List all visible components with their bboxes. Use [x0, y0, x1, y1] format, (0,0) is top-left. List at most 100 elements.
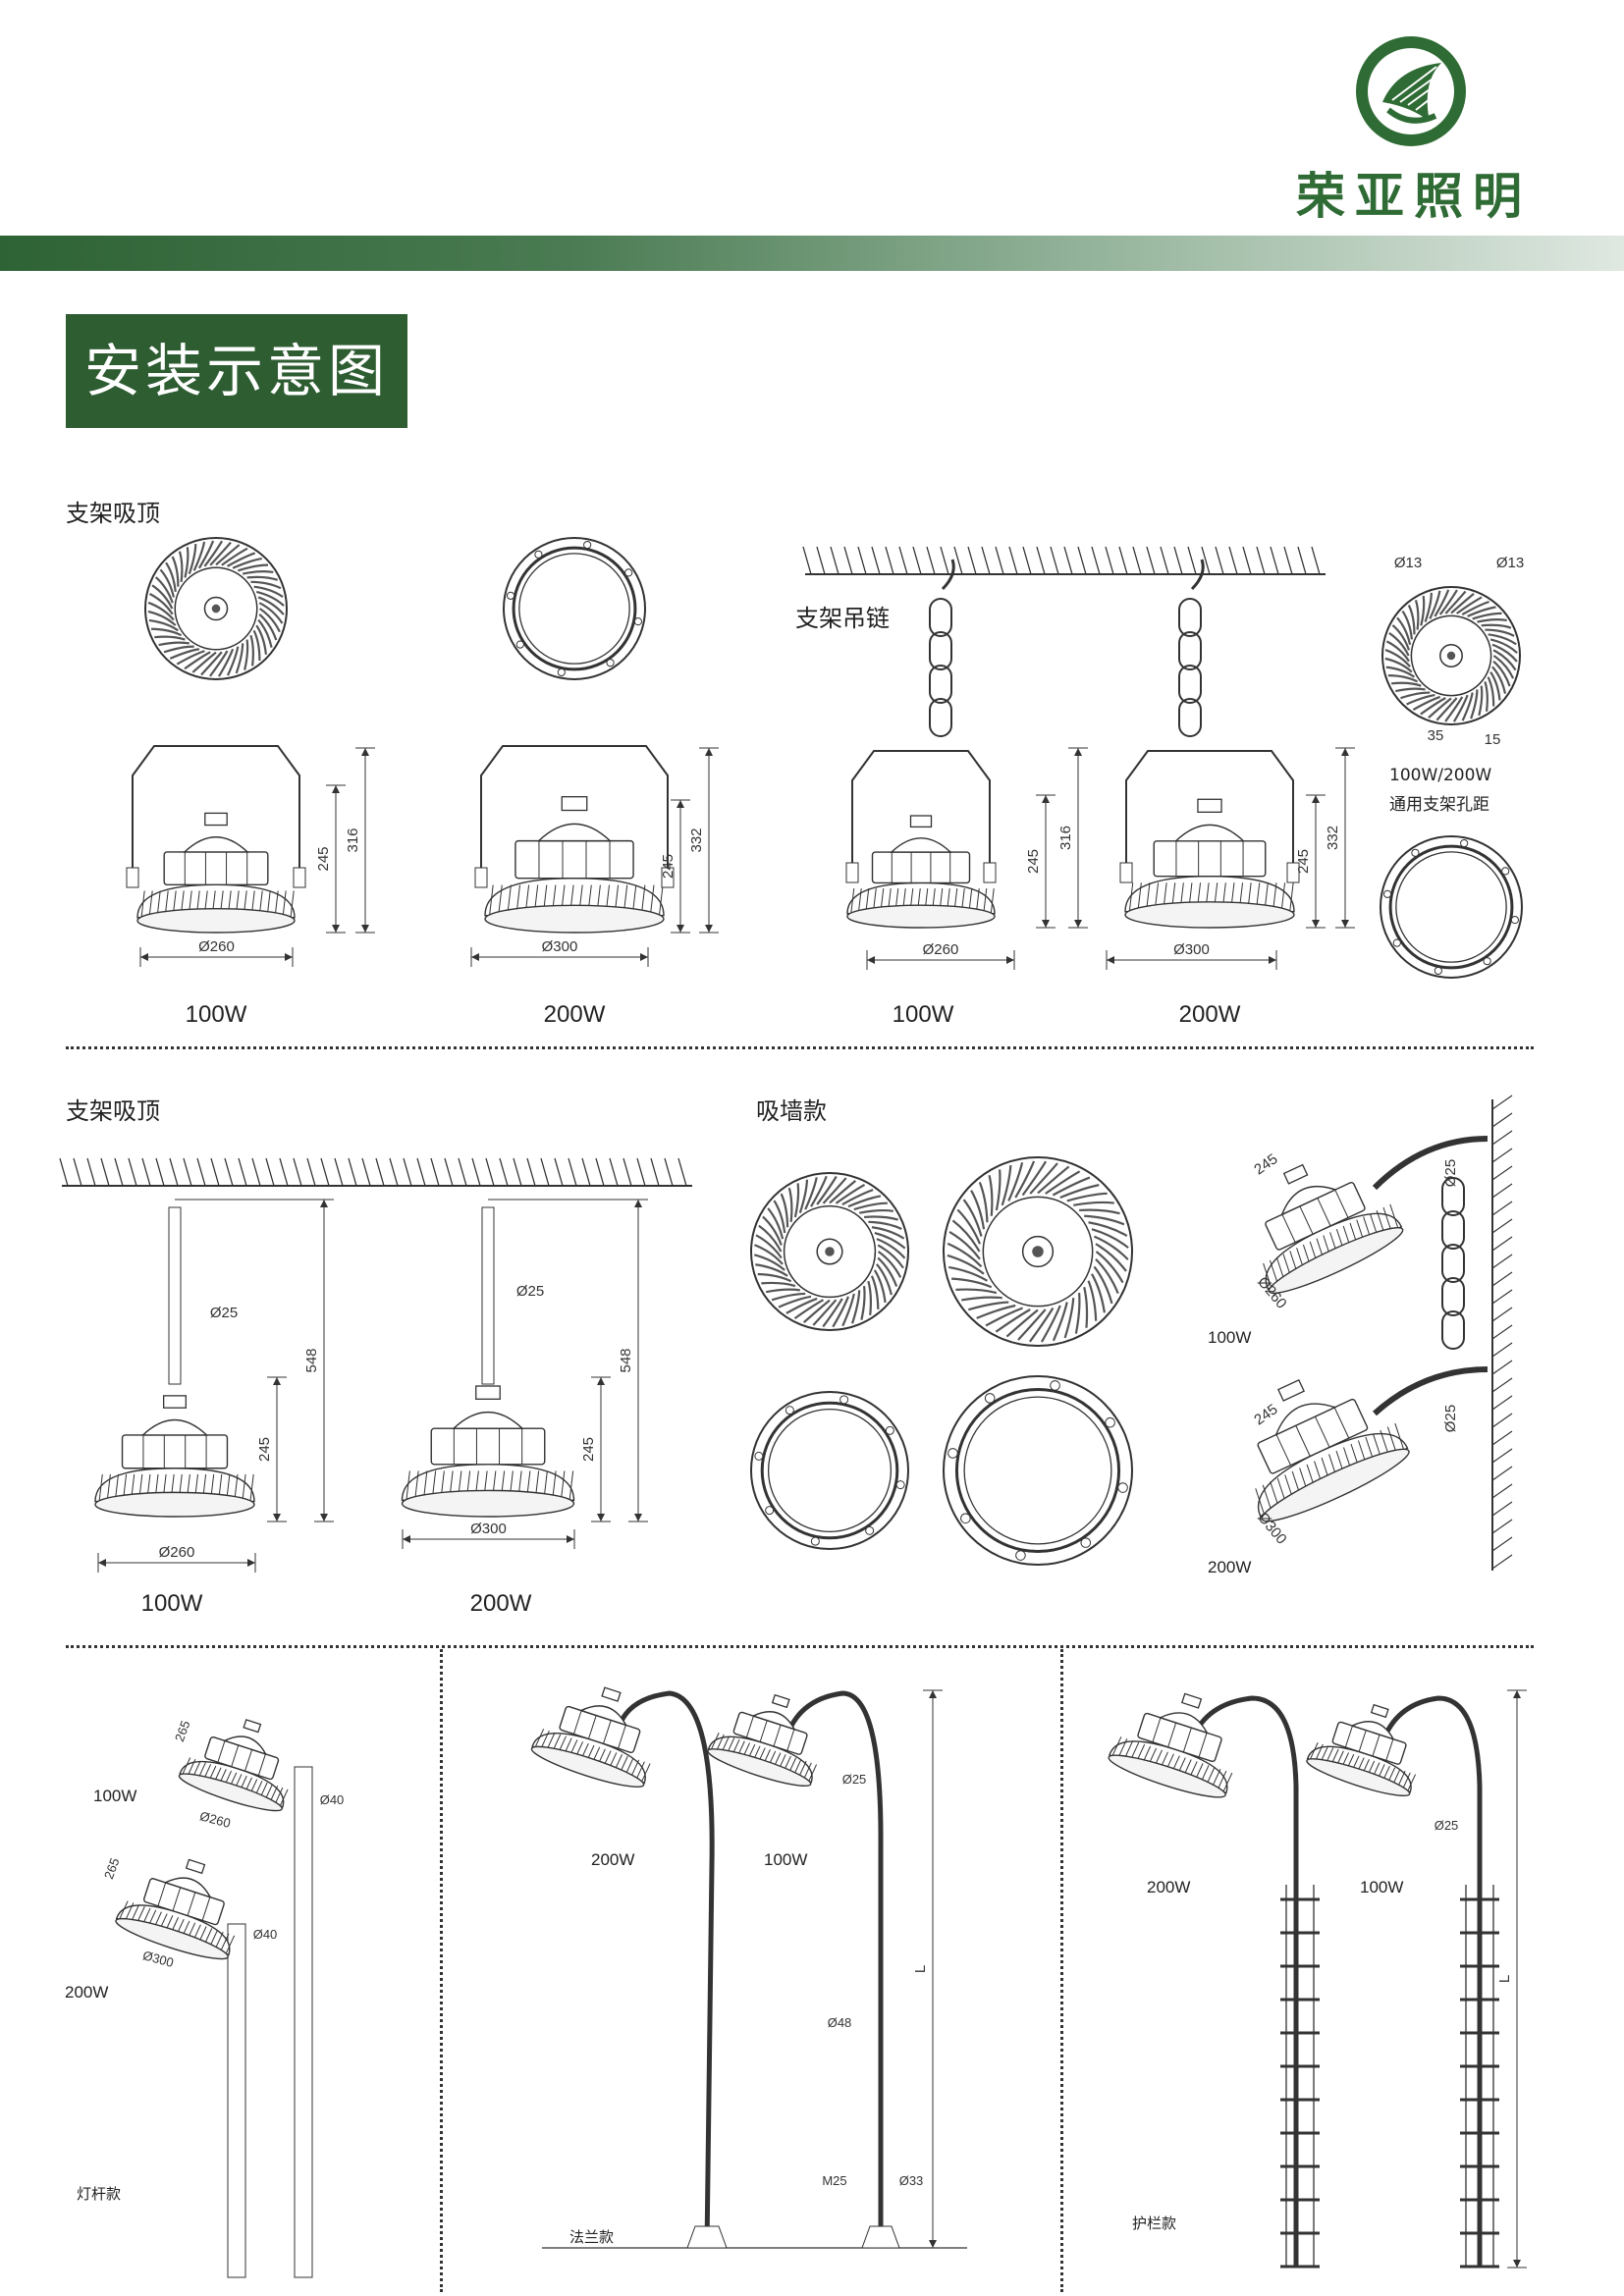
header-band: [0, 236, 1624, 271]
dim-vertical: 245: [580, 1376, 611, 1522]
dim-label: 245: [580, 1437, 597, 1462]
caption-200w-a: 200W: [543, 1001, 606, 1028]
pendant-tube: [481, 1206, 495, 1385]
wall: [1491, 1095, 1513, 1571]
dim-label: 35: [1428, 727, 1444, 744]
luminaire-side-view: [115, 1858, 236, 1960]
wall-top-view-200w: [943, 1156, 1133, 1347]
luminaire-side-view: [530, 1686, 651, 1789]
dim-vertical: L: [1496, 1689, 1527, 2269]
wall-arm: [1372, 1366, 1489, 1416]
luminaire-side-view: [178, 1719, 289, 1812]
dim-label: Ø13: [1496, 555, 1524, 571]
hanging-chain: [1441, 1177, 1465, 1350]
ceiling-hatch: [802, 546, 1326, 575]
ceiling-hatch: [59, 1157, 692, 1187]
dim-label: 245: [660, 854, 677, 879]
rail-lamp-100w: [1306, 1703, 1417, 1797]
luminaire-side-view: [846, 815, 996, 929]
dim-vertical: 245: [1295, 794, 1326, 929]
caption-100w-pole: 100W: [93, 1787, 137, 1805]
luminaire-bottom-view: [750, 1391, 909, 1550]
luminaire-side-view: [1263, 1163, 1404, 1295]
dim-label: Ø260: [198, 938, 235, 955]
luminaire-side-view: [1255, 1378, 1410, 1522]
mounting-bracket: [474, 745, 675, 888]
dim-label: 15: [1485, 731, 1501, 748]
caption-200w-rail: 200W: [1147, 1878, 1191, 1896]
mounting-bracket: [126, 745, 306, 888]
dim-label: Ø48: [828, 2015, 852, 2030]
separator-row1: [66, 1046, 1534, 1049]
curved-pole: [616, 1690, 715, 2249]
dim-horizontal: Ø300: [470, 938, 649, 967]
caption-100w-flange: 100W: [764, 1850, 808, 1869]
dim-label: 265: [101, 1856, 123, 1882]
logo-icon: [1356, 36, 1466, 146]
top-view-hole-spacing: [1381, 586, 1521, 725]
hanging-chain: [1178, 598, 1202, 737]
hanging-chain: [929, 598, 952, 737]
brand-name: 荣亚照明: [1296, 168, 1532, 225]
curved-pole: [1381, 1695, 1483, 2268]
dim-label: Ø260: [198, 1808, 233, 1831]
separator-row2: [66, 1645, 1534, 1648]
pole-lamp-200w: [115, 1858, 236, 1960]
wall-arm: [1372, 1136, 1489, 1191]
caption-200w-flange: 200W: [591, 1850, 635, 1869]
dim-vertical: 316: [1057, 747, 1088, 929]
wall-top-view-100w: [750, 1172, 909, 1331]
dim-label: Ø25: [1442, 1159, 1459, 1187]
dim-vertical: L: [912, 1689, 943, 2249]
wall-lamp-100w: [1263, 1163, 1404, 1295]
hole-note-line2: 通用支架孔距: [1389, 795, 1489, 815]
dim-label: 332: [688, 828, 705, 852]
mounting-bracket: [845, 750, 997, 883]
dim-label: L: [912, 1965, 929, 1973]
curved-pole: [787, 1690, 884, 2248]
dim-vertical: 332: [1325, 747, 1355, 929]
luminaire-bottom-view: [943, 1375, 1133, 1566]
caption-200w-pole: 200W: [65, 1983, 109, 2002]
dim-label: Ø33: [899, 2173, 924, 2188]
dim-label: 245: [1251, 1150, 1280, 1178]
mounting-bracket: [1119, 750, 1300, 883]
label-wall-mount: 吸墙款: [756, 1097, 827, 1125]
luminaire-side-view: [484, 796, 665, 934]
flange-lamp-200w: [530, 1686, 651, 1789]
dim-label: 548: [618, 1348, 634, 1372]
dim-horizontal: Ø260: [139, 938, 294, 967]
dim-label: 316: [1057, 826, 1074, 850]
caption-100w-wall: 100W: [1208, 1328, 1252, 1347]
dim-label: Ø260: [159, 1544, 195, 1561]
caption-200w-b: 200W: [1178, 1001, 1241, 1028]
dim-label: M25: [822, 2173, 846, 2188]
separator-col1: [440, 1649, 443, 2292]
label-bracket-ceiling: 支架吸顶: [66, 500, 160, 527]
dim-vertical: 332: [688, 747, 719, 934]
luminaire-side-view: [707, 1693, 818, 1788]
dim-vertical: 245: [660, 799, 690, 934]
luminaire-side-view: [94, 1395, 255, 1518]
rail-lamp-200w: [1108, 1692, 1233, 1798]
top-view-100w: [144, 537, 288, 680]
luminaire-side-view: [1306, 1703, 1417, 1797]
dim-label: 245: [1295, 849, 1312, 874]
wall-lamp-200w: [1255, 1378, 1410, 1522]
luminaire-side-view: [136, 812, 296, 934]
dim-vertical: 245: [1025, 794, 1056, 929]
pole: [227, 1923, 246, 2278]
dim-label: Ø25: [210, 1305, 238, 1321]
dim-label: 332: [1325, 826, 1341, 850]
curved-pole: [1190, 1695, 1299, 2268]
guardrail: [1280, 1885, 1499, 2269]
pole: [294, 1766, 313, 2278]
luminaire-side-view: [1108, 1692, 1233, 1798]
caption-100w-a: 100W: [185, 1001, 247, 1028]
luminaire-bottom-view: [1380, 835, 1523, 979]
luminaire-side-view: [1124, 798, 1295, 929]
dim-label: 316: [345, 828, 361, 852]
dim-label: Ø40: [320, 1792, 345, 1807]
page-title: 安装示意图: [66, 314, 407, 428]
